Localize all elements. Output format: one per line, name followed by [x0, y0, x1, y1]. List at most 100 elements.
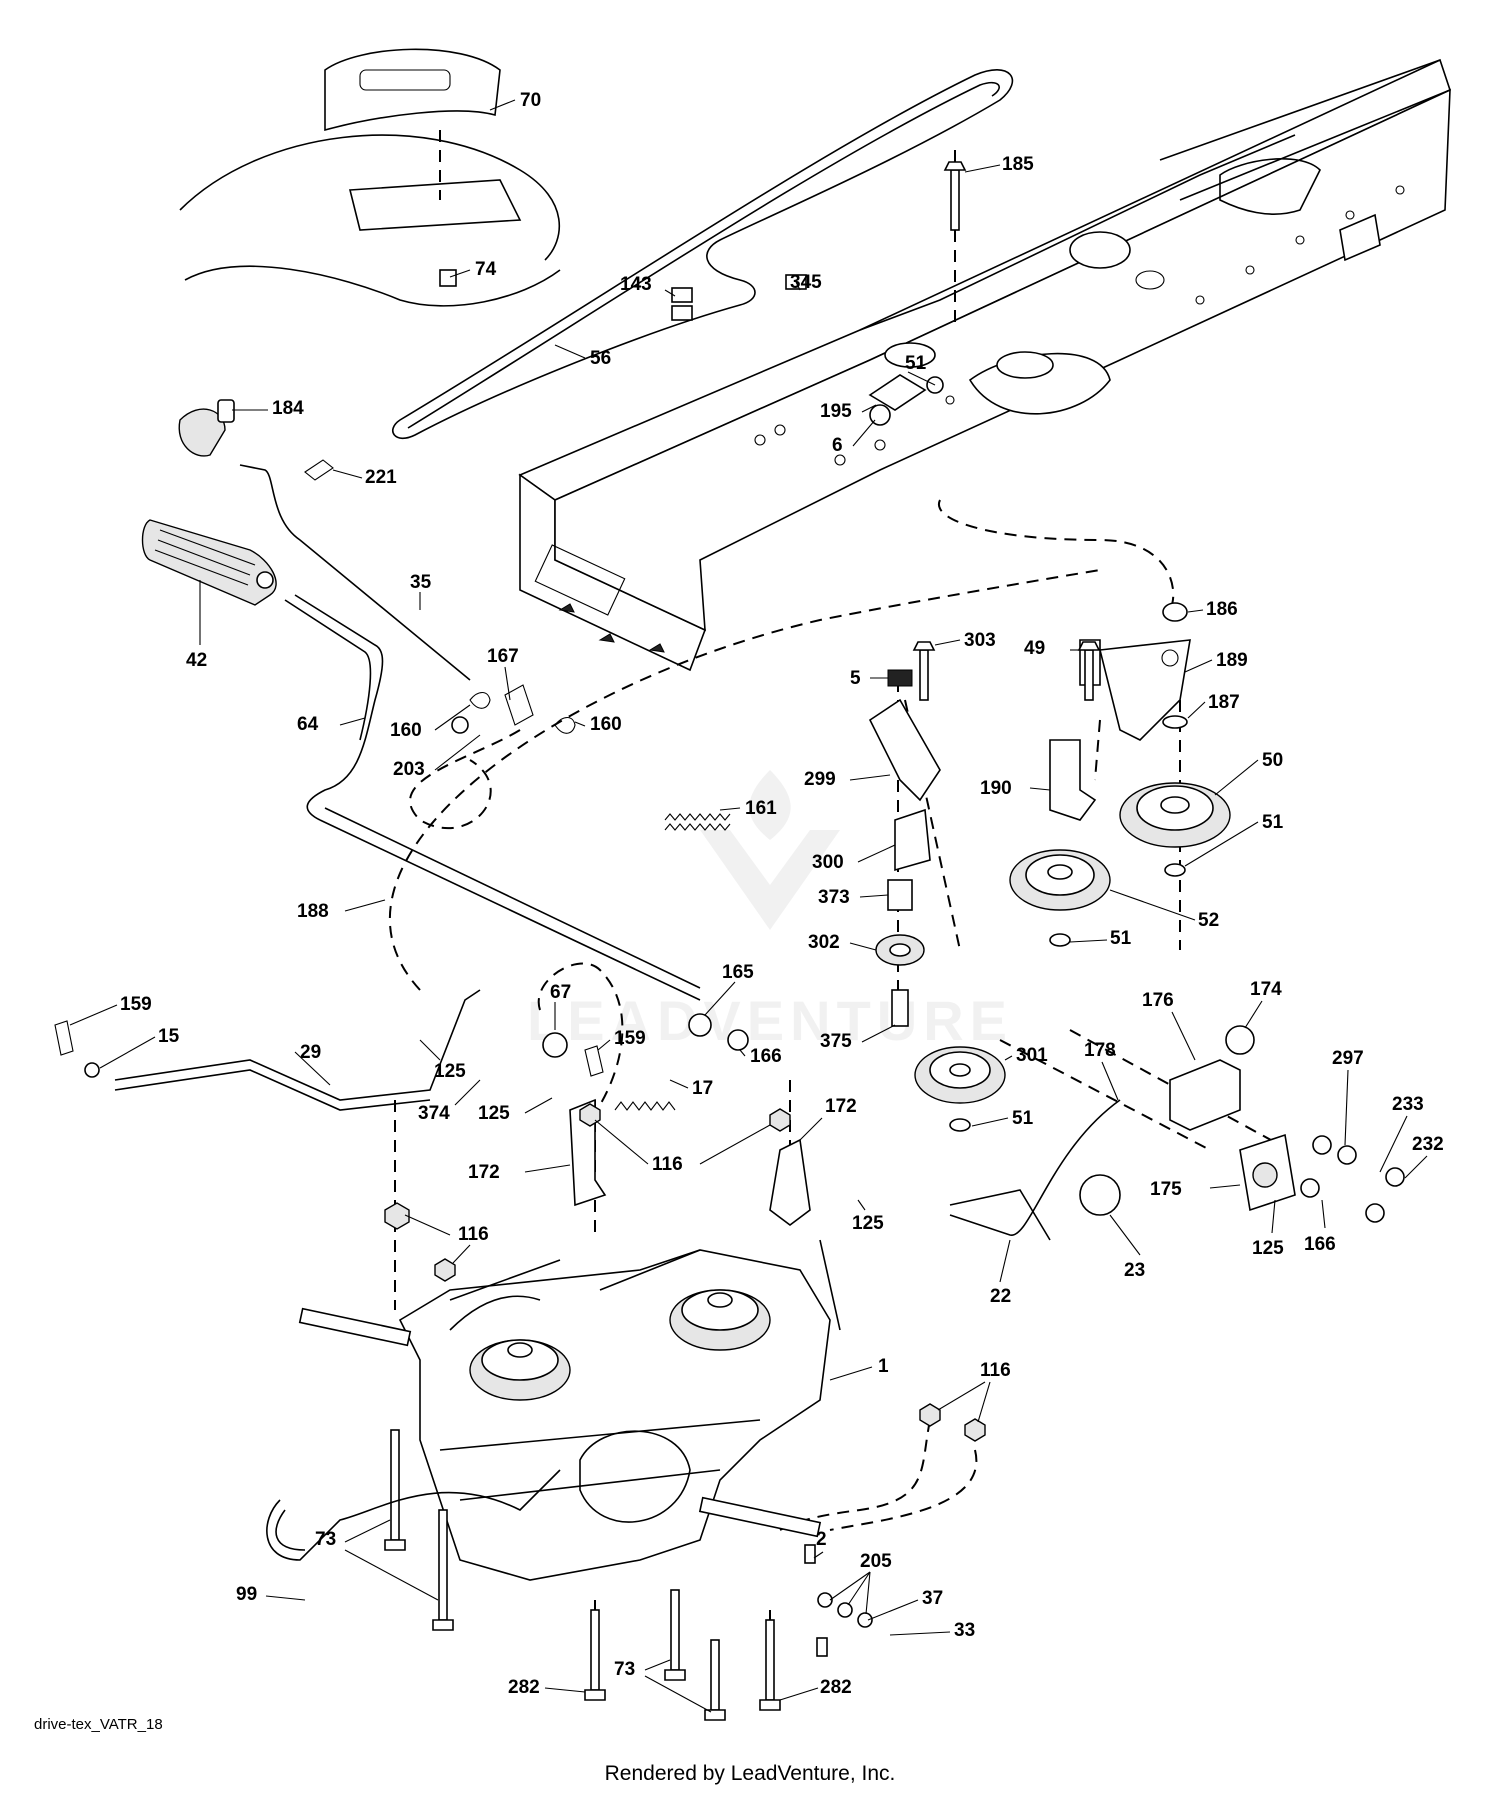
label-159-left: 159 [120, 994, 152, 1015]
label-74: 74 [475, 259, 497, 280]
idler-arm [868, 669, 941, 1027]
label-160-right: 160 [590, 714, 622, 735]
label-189: 189 [1216, 650, 1248, 671]
label-5: 5 [850, 668, 861, 689]
label-297: 297 [1332, 1048, 1364, 1069]
bracket-189 [1079, 602, 1191, 741]
label-52: 52 [1198, 910, 1219, 931]
spring-161 [664, 813, 731, 831]
label-302: 302 [808, 932, 840, 953]
transaxle [298, 1239, 841, 1581]
label-33: 33 [954, 1620, 975, 1641]
label-51-frame: 51 [905, 353, 927, 374]
label-1: 1 [878, 1356, 889, 1377]
label-174: 174 [1250, 979, 1282, 1000]
label-282-right: 282 [820, 1677, 852, 1698]
label-51-pulley52: 51 [1110, 928, 1132, 949]
watermark: LEADVENTURE [527, 770, 1007, 1052]
cover-plate [324, 48, 501, 200]
label-143: 143 [620, 274, 652, 295]
brake-rod-22 [949, 1099, 1121, 1241]
label-299: 299 [804, 769, 836, 790]
label-49: 49 [1024, 638, 1045, 659]
label-300: 300 [812, 852, 844, 873]
label-172-right: 172 [825, 1096, 857, 1117]
leader-lines [69, 99, 1428, 1713]
label-70: 70 [520, 90, 541, 111]
label-29: 29 [300, 1042, 321, 1063]
label-116-upper: 116 [652, 1154, 683, 1175]
part-labels: 70 185 74 345 143 56 51 195 6 184 22 1 35… [120, 90, 1444, 1698]
label-22: 22 [990, 1286, 1011, 1307]
pedal-rods [239, 464, 701, 1001]
label-195: 195 [820, 401, 852, 422]
brake-pedal [141, 519, 277, 606]
knob [178, 399, 235, 457]
spring-17 [614, 1101, 676, 1111]
brake-bracket-176 [1169, 1025, 1296, 1212]
label-42: 42 [186, 650, 207, 671]
label-303: 303 [964, 630, 996, 651]
label-233: 233 [1392, 1094, 1424, 1115]
label-190: 190 [980, 778, 1012, 799]
bracket-190 [1049, 739, 1097, 821]
drawing-id: drive-tex_VATR_18 [34, 1716, 163, 1733]
label-188: 188 [297, 901, 329, 922]
label-51-pulley50: 51 [1262, 812, 1284, 833]
label-73-left: 73 [315, 1529, 336, 1550]
label-166-shaft: 166 [750, 1046, 782, 1067]
label-56: 56 [590, 348, 611, 369]
label-178: 178 [1084, 1040, 1116, 1061]
label-345: 345 [790, 272, 822, 293]
bracket-172-left [569, 1098, 607, 1207]
fasteners [54, 161, 1405, 1721]
rendered-by-footer: Rendered by LeadVenture, Inc. [604, 1762, 896, 1785]
label-37: 37 [922, 1588, 943, 1609]
label-375: 375 [820, 1031, 852, 1052]
label-125-a: 125 [434, 1061, 466, 1082]
label-2: 2 [816, 1529, 827, 1550]
label-167: 167 [487, 646, 519, 667]
frame [518, 58, 1451, 672]
label-125-c: 125 [852, 1213, 884, 1234]
label-15: 15 [158, 1026, 180, 1047]
o-ring-23 [1079, 1174, 1121, 1216]
label-116-right: 116 [980, 1360, 1011, 1381]
pulley-301 [914, 1046, 1006, 1132]
label-374: 374 [418, 1103, 450, 1124]
label-64: 64 [297, 714, 319, 735]
label-282-left: 282 [508, 1677, 540, 1698]
bracket-172-right [769, 1138, 811, 1226]
label-116-left: 116 [458, 1224, 489, 1245]
label-203: 203 [393, 759, 425, 780]
label-172-left: 172 [468, 1162, 500, 1183]
pulley-50 [1119, 782, 1231, 877]
label-35: 35 [410, 572, 432, 593]
label-187: 187 [1208, 692, 1240, 713]
label-23: 23 [1124, 1260, 1145, 1281]
label-373: 373 [818, 887, 850, 908]
label-185: 185 [1002, 154, 1034, 175]
drive-belt [392, 69, 1014, 440]
pulley-52 [1009, 849, 1111, 947]
label-73-bottom: 73 [614, 1659, 635, 1680]
label-125-b: 125 [478, 1103, 510, 1124]
label-6: 6 [832, 435, 843, 456]
label-166-brake: 166 [1304, 1234, 1336, 1255]
label-186: 186 [1206, 599, 1238, 620]
label-232: 232 [1412, 1134, 1444, 1155]
label-205: 205 [860, 1551, 892, 1572]
rod-29 [114, 989, 481, 1111]
label-184: 184 [272, 398, 304, 419]
label-99: 99 [236, 1584, 257, 1605]
label-161: 161 [745, 798, 777, 819]
label-67: 67 [550, 982, 571, 1003]
label-17: 17 [692, 1078, 713, 1099]
label-175: 175 [1150, 1179, 1182, 1200]
label-125-d: 125 [1252, 1238, 1284, 1259]
label-165: 165 [722, 962, 754, 983]
label-160-left: 160 [390, 720, 422, 741]
label-51-pulley301: 51 [1012, 1108, 1034, 1129]
label-176: 176 [1142, 990, 1174, 1011]
